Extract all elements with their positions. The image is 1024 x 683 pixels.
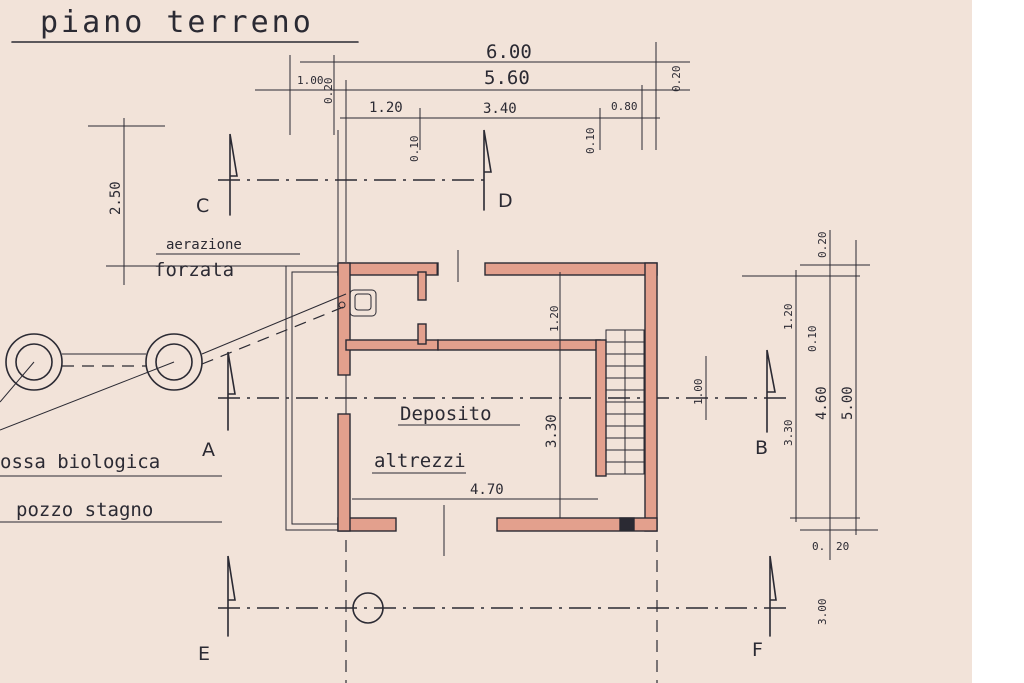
dim-bottom-b: 20 xyxy=(836,540,849,553)
dim-vertical-left: 2.50 xyxy=(108,181,124,215)
dim-right-overall: 5.00 xyxy=(840,386,856,420)
left-dimension: 2.50 xyxy=(88,118,300,285)
dim-bottom-ext: 3.00 xyxy=(816,599,829,626)
note-well: pozzo stagno xyxy=(16,499,153,521)
dim-seg-3: 0.80 xyxy=(611,100,638,113)
dim-right-mid: 4.60 xyxy=(814,386,830,420)
septic-system xyxy=(0,293,384,624)
interior-dimensions: 4.70 3.30 1.20 1.00 xyxy=(352,272,707,518)
section-label-a: A xyxy=(202,439,215,461)
dim-bottom-a: 0. xyxy=(812,540,825,553)
dim-room-depth: 3.30 xyxy=(544,414,560,448)
section-label-f: F xyxy=(752,639,763,661)
dim-top-left-offset: 1.00 xyxy=(297,74,324,87)
dim-seg-1: 1.20 xyxy=(369,100,403,116)
stair xyxy=(605,329,645,475)
dim-door: 1.00 xyxy=(692,379,705,406)
room-name: Deposito xyxy=(400,403,492,425)
dim-top-left-small: 0.20 xyxy=(322,78,335,105)
section-label-d: D xyxy=(498,190,513,212)
dim-wall-1: 0.10 xyxy=(408,136,421,163)
floor-plan: piano terreno 6.00 5.60 1.00 0.20 0.20 1… xyxy=(0,5,878,683)
dim-wall-2: 0.10 xyxy=(584,128,597,155)
note-septic: ossa biologica xyxy=(0,451,160,473)
plan-title: piano terreno xyxy=(40,5,314,40)
dim-right-1: 1.20 xyxy=(782,304,795,331)
dim-top-right-small: 0.20 xyxy=(670,66,683,93)
dim-inner-depth: 1.20 xyxy=(548,306,561,333)
dim-room-width: 4.70 xyxy=(470,482,504,498)
note-ventilation-1: aerazione xyxy=(166,237,242,253)
room-subtitle: altrezzi xyxy=(374,450,466,472)
section-lines: C D A B E F xyxy=(196,129,790,665)
section-label-b: B xyxy=(755,437,768,459)
projection-lines xyxy=(337,130,658,683)
note-ventilation-2: forzata xyxy=(154,259,234,281)
building-walls xyxy=(285,262,658,532)
section-label-c: C xyxy=(196,195,209,217)
top-dimensions: 6.00 5.60 1.00 0.20 0.20 1.20 3.40 0.80 … xyxy=(255,41,690,162)
dim-right-inner: 3.30 xyxy=(782,420,795,447)
dim-top-overall: 6.00 xyxy=(486,41,532,63)
drawing-sheet: piano terreno 6.00 5.60 1.00 0.20 0.20 1… xyxy=(0,0,972,683)
right-dimensions: 0.20 1.20 0.10 4.60 5.00 3.30 0. 20 3.00 xyxy=(742,230,878,625)
dim-seg-2: 3.40 xyxy=(483,101,517,117)
dim-right-wall: 0.10 xyxy=(806,326,819,353)
dim-right-top: 0.20 xyxy=(816,232,829,259)
dim-top-inner: 5.60 xyxy=(484,67,530,89)
section-label-e: E xyxy=(198,643,210,665)
